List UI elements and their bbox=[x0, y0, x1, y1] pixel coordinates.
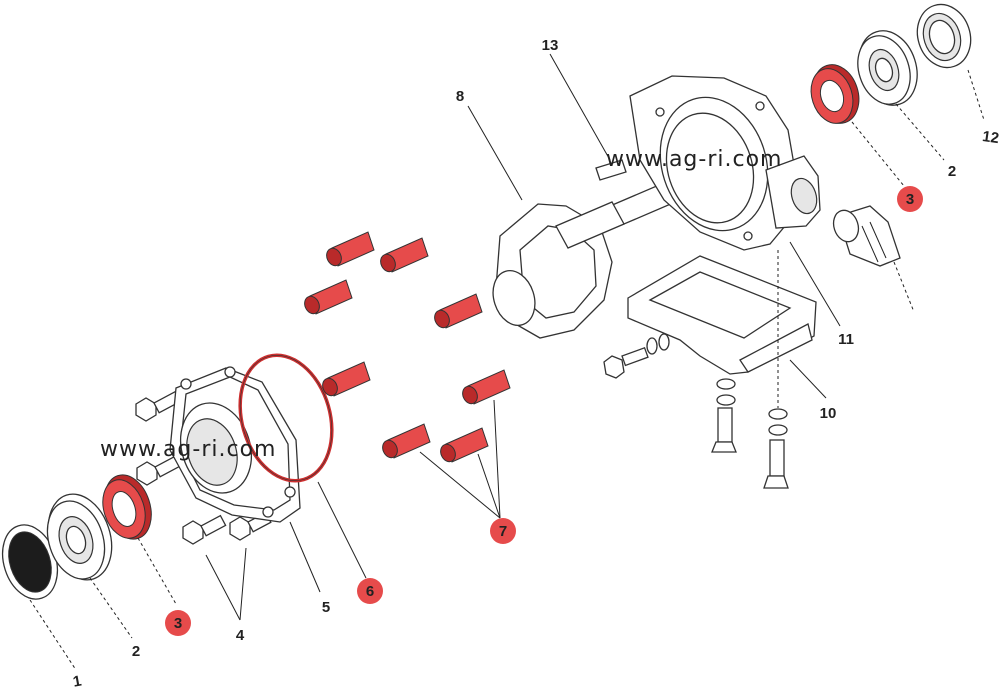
callout-5: 5 bbox=[322, 599, 330, 616]
callout-10: 10 bbox=[820, 405, 837, 422]
callout-2-left: 2 bbox=[132, 643, 140, 660]
part-3-seal-left bbox=[102, 474, 152, 540]
part-10-bracket bbox=[627, 255, 817, 375]
part-3-seal-right bbox=[810, 64, 860, 124]
leader-lines bbox=[29, 53, 985, 671]
callout-12: 12 bbox=[981, 128, 1000, 147]
vane bbox=[326, 231, 375, 267]
part-5-front-cover bbox=[169, 366, 301, 523]
part-13-key bbox=[595, 159, 627, 181]
callout-6: 6 bbox=[366, 583, 374, 600]
part-6-o-ring bbox=[238, 353, 334, 483]
vane bbox=[304, 279, 353, 315]
callouts: 1 2 3 4 5 6 7 8 10 11 12 13 2 3 bbox=[72, 37, 1000, 691]
part-11-housing bbox=[629, 75, 821, 251]
callout-1: 1 bbox=[72, 672, 83, 690]
part-12-cover bbox=[916, 3, 972, 69]
callout-13: 13 bbox=[542, 37, 559, 54]
vane bbox=[380, 237, 429, 273]
watermark-upper: www.ag-ri.com bbox=[606, 147, 782, 172]
callout-3-right: 3 bbox=[906, 191, 914, 208]
part-2-bearing-right bbox=[857, 30, 918, 106]
part-7-vanes bbox=[304, 231, 511, 463]
part-1-cover bbox=[1, 524, 59, 600]
callout-11: 11 bbox=[838, 331, 854, 348]
vane bbox=[382, 423, 431, 459]
hose-fitting bbox=[832, 205, 901, 267]
callout-8: 8 bbox=[456, 88, 464, 105]
callout-3-left: 3 bbox=[174, 615, 182, 632]
callout-6-badge bbox=[357, 578, 383, 604]
vane bbox=[434, 293, 483, 329]
bracket-fasteners bbox=[603, 333, 789, 489]
watermark-lower: www.ag-ri.com bbox=[100, 437, 276, 462]
vane bbox=[440, 427, 489, 463]
callout-2-right: 2 bbox=[948, 163, 956, 180]
vane bbox=[462, 369, 511, 405]
bolt bbox=[182, 514, 227, 545]
part-8-rotor bbox=[492, 181, 682, 339]
vane bbox=[322, 361, 371, 397]
callout-4: 4 bbox=[236, 627, 245, 644]
callout-3-left-badge bbox=[165, 610, 191, 636]
callout-3-right-badge bbox=[897, 186, 923, 212]
callout-7: 7 bbox=[499, 523, 507, 540]
callout-7-badge bbox=[490, 518, 516, 544]
part-2-bearing-left bbox=[46, 493, 113, 581]
